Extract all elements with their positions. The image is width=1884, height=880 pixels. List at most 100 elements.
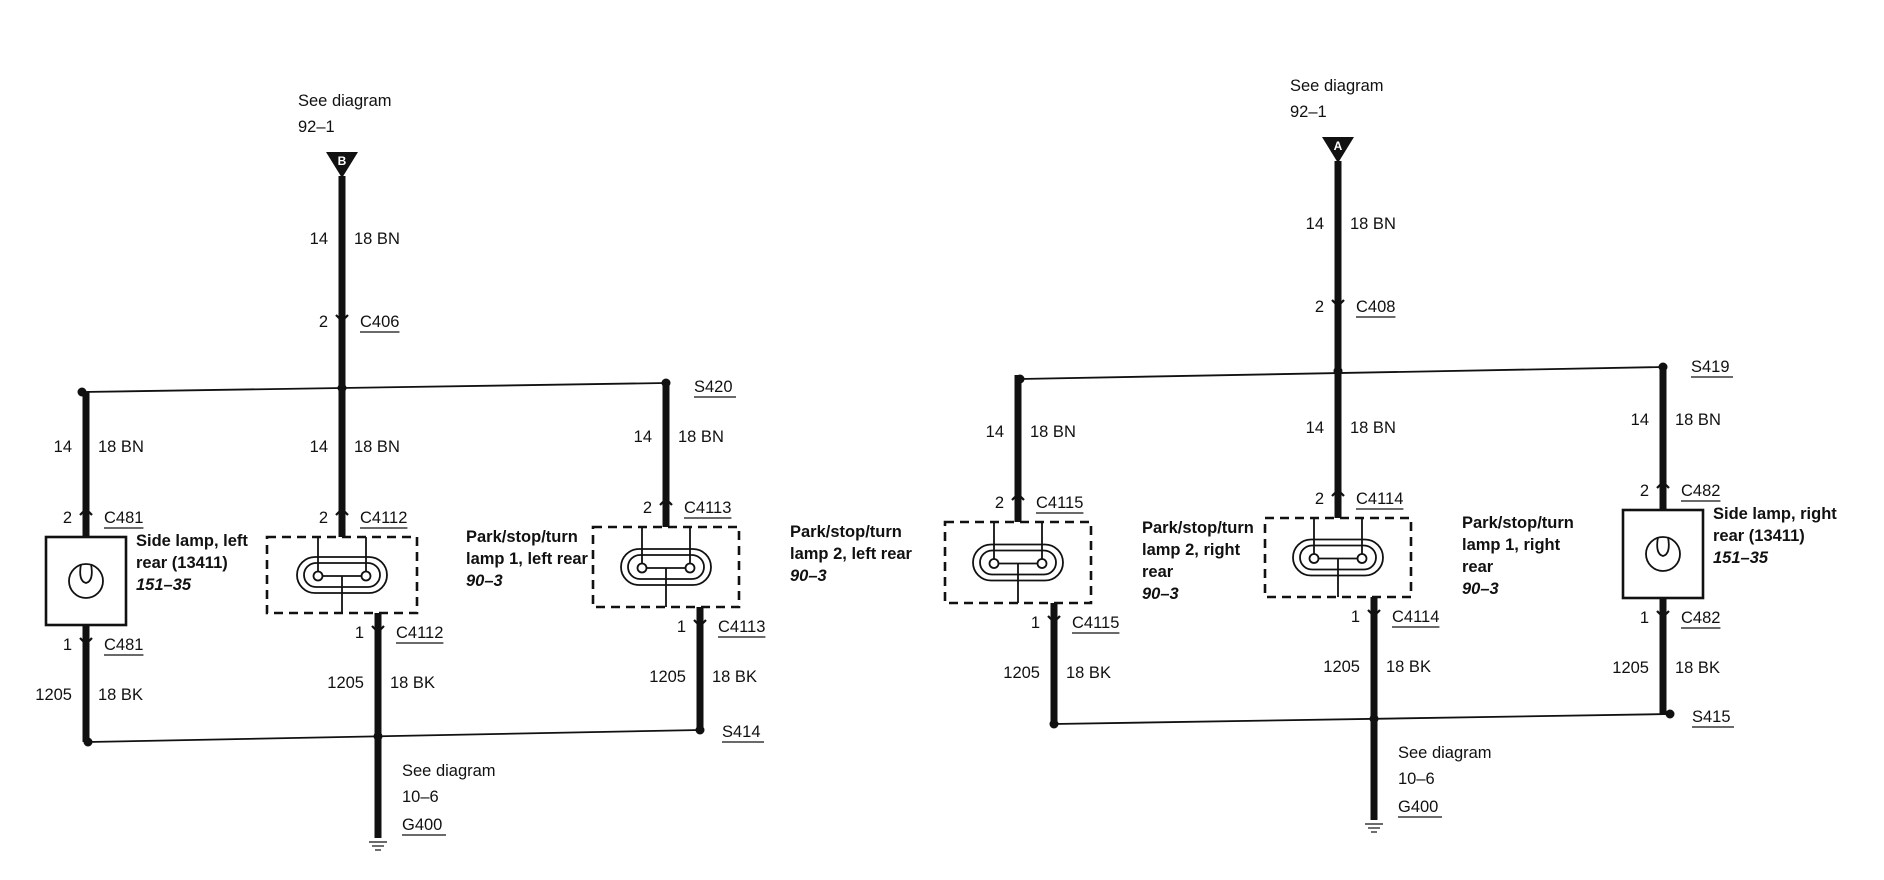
wire-gauge-color: 18 BK [1675,659,1720,677]
connector-name: C4112 [360,509,407,527]
ground-name: G400 [402,816,442,834]
see-diagram-text: See diagram [1290,77,1384,95]
park-lamp-outline [1263,516,1413,599]
wire-gauge-color: 18 BN [1675,411,1721,429]
connector-chevron-icon [1331,488,1345,497]
lamp-name: Park/stop/turn [1142,519,1254,537]
wire-gauge-color: 18 BN [354,438,400,456]
lamp-name: rear (13411) [1713,527,1805,545]
lamp-diagram-reference: 90–3 [466,572,503,590]
wire-gauge-color: 18 BN [1350,215,1396,233]
connector-pin: 2 [63,509,72,527]
connector-pin: 1 [1031,614,1040,632]
circuit-number: 1205 [1612,659,1649,677]
wire-gauge-color: 18 BK [1066,664,1111,682]
connector-name: C4112 [396,624,443,642]
circuit-number: 1205 [35,686,72,704]
ground-splice-name: S414 [722,723,761,741]
connector-chevron-icon [335,314,349,323]
see-diagram-text: See diagram [1398,744,1492,762]
splice-name: S420 [694,378,733,396]
wire-gauge-color: 18 BK [98,686,143,704]
lamp-name: lamp 1, left rear [466,550,589,568]
splice-dot [695,725,705,735]
connector-name: C4115 [1072,614,1119,632]
ground-bus-wire [87,729,701,743]
lamp-name: rear [1462,558,1494,576]
diagram-reference-number: 10–6 [1398,770,1435,788]
lamp-name: Side lamp, left [136,532,248,550]
bulb-icon [1645,536,1681,572]
lamp-name: Park/stop/turn [1462,514,1574,532]
lamp-diagram-reference: 90–3 [1142,585,1179,603]
lamp-name: rear (13411) [136,554,228,572]
wire-gauge-color: 18 BN [678,428,724,446]
power-bus-wire [81,382,667,393]
connector-name: C482 [1681,482,1720,500]
connector-chevron-icon [693,619,707,628]
filament-contact-icon [312,570,324,582]
splice-name: S419 [1691,358,1730,376]
circuit-number: 1205 [327,674,364,692]
connector-pin: 1 [1640,609,1649,627]
ground-splice-name: S415 [1692,708,1731,726]
connector-name: C4114 [1356,490,1403,508]
connector-pin: 1 [1351,608,1360,626]
connector-name: C408 [1356,298,1395,316]
circuit-number: 14 [634,428,652,446]
connector-pin: 2 [1640,482,1649,500]
connector-pin: 1 [355,624,364,642]
connector-chevron-icon [335,507,349,516]
circuit-number: 1205 [1003,664,1040,682]
lamp-diagram-reference: 90–3 [1462,580,1499,598]
splice-dot [1049,719,1059,729]
connector-pin: 2 [995,494,1004,512]
filament-contact-icon [988,558,1000,569]
wire-gauge-color: 18 BK [712,668,757,686]
connector-name: C482 [1681,609,1720,627]
connector-pin: 1 [63,636,72,654]
connector-chevron-icon [1656,480,1670,489]
wire-gauge-color: 18 BN [1350,419,1396,437]
connector-pin: 1 [677,618,686,636]
splice-dot [1665,709,1675,719]
connector-name: C406 [360,313,399,331]
wire-gauge-color: 18 BN [98,438,144,456]
diagram-reference-number: 92–1 [1290,103,1327,121]
filament-contact-icon [1036,558,1048,569]
circuit-number: 14 [1306,215,1324,233]
side-lamp-body [44,535,128,627]
lamp-name: Park/stop/turn [790,523,902,541]
diagram-reference-number: 92–1 [298,118,335,136]
lamp-diagram-reference: 151–35 [136,576,192,594]
connector-name: C4114 [1392,608,1439,626]
wire-gauge-color: 18 BK [1386,658,1431,676]
lamp-name: Side lamp, right [1713,505,1837,523]
bulb-icon [68,563,104,599]
circuit-number: 14 [310,438,328,456]
circuit-number: 14 [310,230,328,248]
side-lamp-body [1621,508,1705,600]
diagram-reference-tag-icon [326,152,358,178]
connector-name: C4113 [684,499,731,517]
lamp-name: Park/stop/turn [466,528,578,546]
ground-bus-wire [1053,713,1671,725]
filament-contact-icon [1308,553,1320,564]
connector-chevron-icon [1367,609,1381,618]
circuit-number: 1205 [649,668,686,686]
lamp-name: lamp 2, left rear [790,545,913,563]
connector-pin: 2 [1315,490,1324,508]
connector-chevron-icon [1011,492,1025,501]
wire-gauge-color: 18 BN [354,230,400,248]
filament-contact-icon [360,570,372,582]
reference-tag-letter: B [338,154,347,168]
lamp-diagram-reference: 90–3 [790,567,827,585]
